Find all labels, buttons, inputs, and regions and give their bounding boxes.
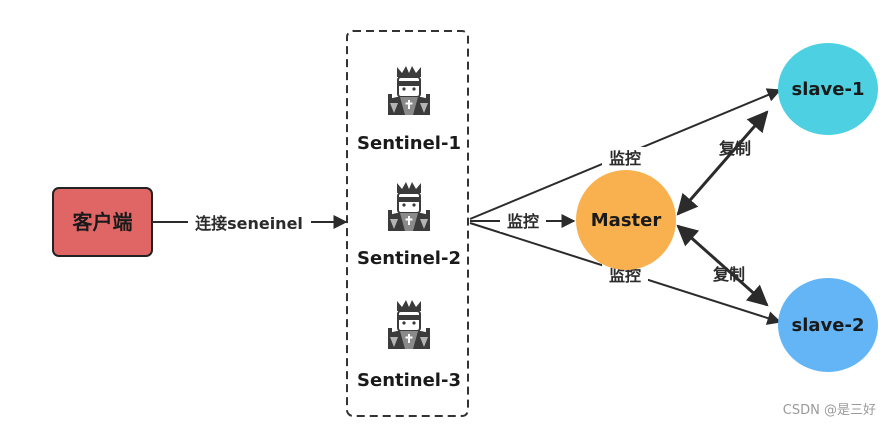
replicate-label-top: 复制 (718, 139, 751, 158)
slave-2-label: slave-2 (792, 315, 865, 336)
slave-2-node (778, 278, 878, 372)
slave-1-node (778, 43, 878, 135)
connect-label: 连接seneinel (195, 214, 303, 233)
sentinel-person-icon (387, 299, 431, 350)
sentinel-group (346, 30, 469, 417)
sentinel-person-icon (387, 181, 431, 232)
master-node (576, 170, 676, 270)
monitor-label-top: 监控 (609, 149, 641, 168)
sentinel-2: Sentinel-2 (357, 181, 461, 269)
watermark: CSDN @是三好 (783, 403, 876, 418)
slave-1-label: slave-1 (792, 79, 865, 100)
sentinel-1: Sentinel-1 (357, 65, 461, 154)
monitor-label-middle: 监控 (507, 212, 539, 231)
replicate-edge-slave-2 (676, 224, 769, 307)
sentinel-person-icon (387, 65, 431, 116)
sentinel-1-label: Sentinel-1 (357, 133, 461, 154)
sentinel-3-label: Sentinel-3 (357, 370, 461, 391)
replicate-label-bottom: 复制 (712, 265, 745, 284)
replicate-edge-slave-1 (676, 110, 769, 216)
sentinel-3: Sentinel-3 (357, 299, 461, 391)
master-label: Master (591, 210, 662, 231)
sentinel-2-label: Sentinel-2 (357, 248, 461, 269)
monitor-label-bottom: 监控 (609, 266, 641, 285)
client-label: 客户端 (72, 210, 133, 234)
